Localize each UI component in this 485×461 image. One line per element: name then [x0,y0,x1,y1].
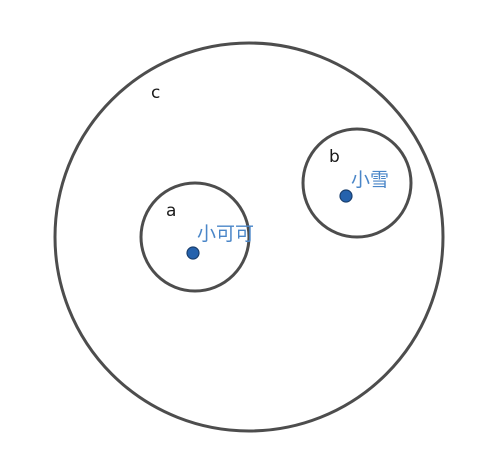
set-c-label: c [151,83,160,103]
set-b-label: b [329,147,340,167]
element-point-xiaoxue [339,189,353,203]
set-a-label: a [166,201,176,221]
set-b-circle [301,127,413,239]
element-point-xiaokeke [186,246,200,260]
element-label-xiaoxue: 小雪 [351,169,389,191]
element-label-xiaokeke: 小可可 [197,223,254,245]
set-c-circle [53,41,445,433]
set-a-circle [139,181,251,293]
